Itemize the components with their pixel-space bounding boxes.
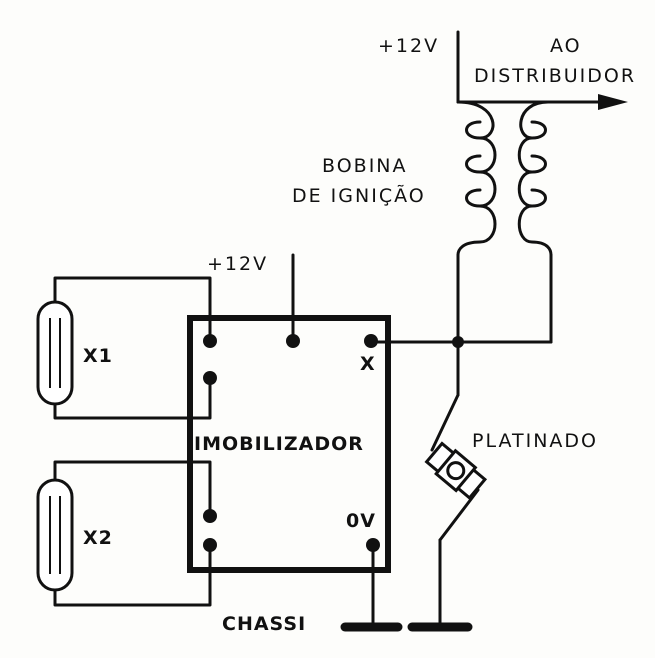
x2-lower-wire: [53, 543, 212, 607]
imobilizador-module-box: [187, 315, 391, 573]
terminal-x: [364, 334, 378, 348]
label-bobina: BOBINA: [322, 155, 408, 177]
terminal-supply: [286, 334, 300, 348]
x2-reed-switch-icon: [36, 478, 74, 592]
label-chassi: CHASSI: [222, 613, 306, 635]
label-platinado: PLATINADO: [472, 430, 598, 452]
label-x2: X2: [83, 527, 113, 549]
x2-upper-wire: [53, 460, 212, 518]
label-de-ignicao: DE IGNIÇÃO: [292, 184, 426, 207]
points-upper-arm: [430, 393, 460, 452]
x1-upper-wire: [53, 276, 212, 343]
label-distribuidor: DISTRIBUIDOR: [474, 65, 636, 87]
label-supply-top: +12V: [378, 35, 439, 57]
distributor-arrow-icon: [598, 94, 628, 110]
label-terminal-0v: 0V: [346, 510, 376, 532]
x1-lower-wire: [53, 376, 212, 420]
breaker-points-icon: [424, 441, 488, 500]
label-x1: X1: [83, 345, 113, 367]
coil-primary-winding: [456, 100, 497, 257]
x1-reed-switch-icon: [36, 300, 74, 406]
label-imobilizador: IMOBILIZADOR: [194, 433, 364, 455]
label-ao: AO: [550, 35, 582, 57]
label-terminal-x: X: [360, 353, 376, 375]
label-supply-module: +12V: [207, 253, 268, 275]
points-lower-arm: [438, 488, 480, 542]
coil-secondary-winding: [517, 100, 553, 257]
